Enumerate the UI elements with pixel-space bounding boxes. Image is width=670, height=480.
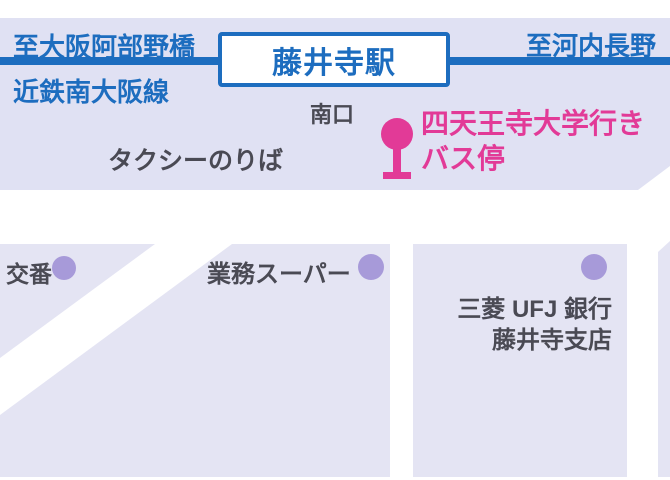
bus-stop-label-line1: 四天王寺大学行き [421, 108, 646, 139]
bank-label-line2: 藤井寺支店 [492, 327, 612, 354]
bus-stop-label-line2: バス停 [421, 143, 506, 174]
south-exit-label: 南口 [310, 102, 355, 127]
direction-label-left: 至大阪阿部野橋 [13, 32, 196, 62]
police-box-dot-icon [52, 256, 76, 280]
direction-label-right: 至河内長野 [525, 31, 656, 61]
gyomu-super-dot-icon [358, 254, 384, 280]
bus-stop-marker-pole [393, 147, 401, 174]
bank-label: 三菱 UFJ 銀行 藤井寺支店 [457, 294, 612, 356]
taxi-stand-label: タクシーのりば [108, 147, 284, 175]
bank-dot-icon [581, 254, 607, 280]
station-name-box: 藤井寺駅 [218, 32, 450, 87]
station-name-label: 藤井寺駅 [272, 46, 396, 80]
bus-stop-label: 四天王寺大学行き バス停 [421, 106, 645, 176]
bus-stop-marker-icon [381, 118, 413, 150]
railway-line-name: 近鉄南大阪線 [13, 77, 170, 107]
gyomu-super-label: 業務スーパー [207, 261, 351, 288]
bus-stop-marker-base [383, 172, 411, 179]
bank-label-line1: 三菱 UFJ 銀行 [457, 296, 612, 323]
police-box-label: 交番 [6, 261, 52, 287]
